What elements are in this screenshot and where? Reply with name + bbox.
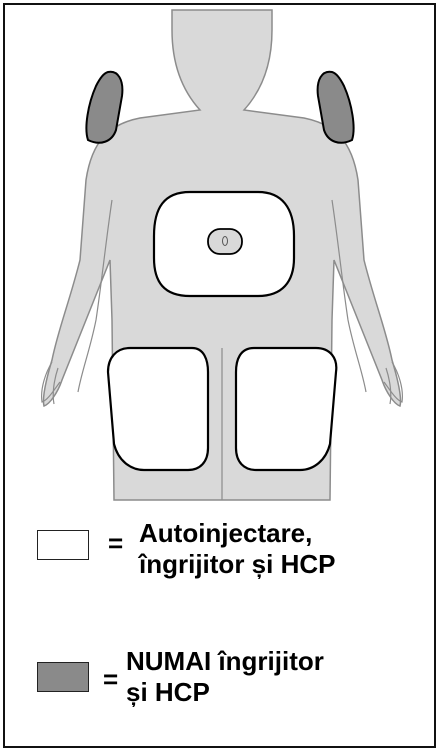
- legend-equals-caregiver-only: =: [103, 666, 118, 692]
- legend-label-self-injection: Autoinjectare, îngrijitor și HCP: [139, 518, 429, 580]
- left-thigh-zone: [108, 348, 208, 470]
- legend-label-caregiver-only: NUMAI îngrijitor și HCP: [126, 646, 426, 708]
- right-thigh-zone: [236, 348, 336, 470]
- legend-equals-self-injection: =: [108, 530, 123, 556]
- navel-exclusion-zone: [208, 229, 242, 254]
- legend-swatch-self-injection: [37, 530, 89, 560]
- legend-swatch-caregiver-only: [37, 662, 89, 692]
